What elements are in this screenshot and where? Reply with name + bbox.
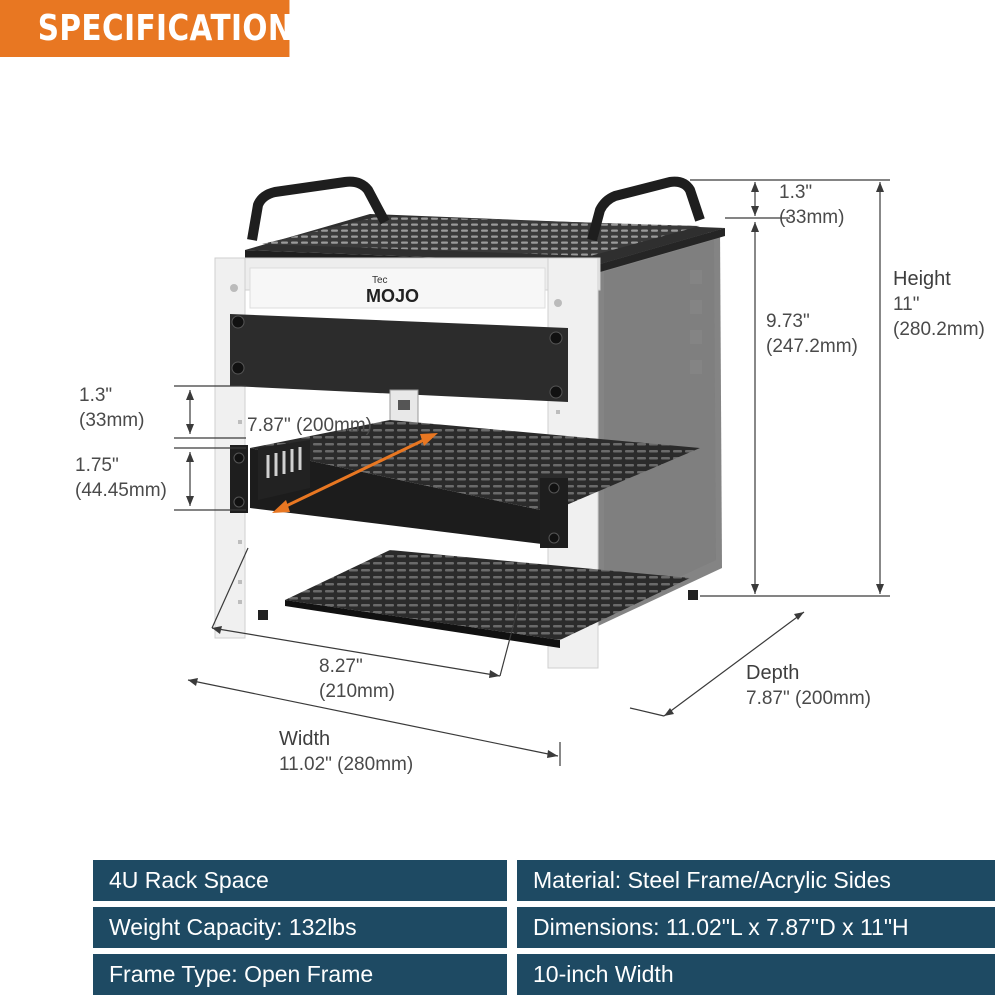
top-handles [247,176,705,242]
depth-title: Depth [746,662,800,684]
spec-weight-capacity: Weight Capacity: 132lbs [109,914,357,940]
height-metric: (280.2mm) [893,319,985,340]
inner-width-label: 8.27" (210mm) [319,654,395,704]
inner-height-imperial: 9.73" [766,311,810,332]
bottom-shelf [258,550,698,648]
spec-cell: Material: Steel Frame/Acrylic Sides [517,860,995,901]
spec-dimensions: Dimensions: 11.02"L x 7.87"D x 11"H [533,914,909,940]
spec-cell: Weight Capacity: 132lbs [93,907,507,948]
rack-unit-gap-imperial: 1.3" [79,385,113,406]
brand-large: MOJO [366,286,420,306]
inner-height-label: 9.73" (247.2mm) [766,309,858,359]
depth-value: 7.87" (200mm) [746,688,872,709]
top-gap-metric: (33mm) [779,207,845,228]
height-label: Height 11" (280.2mm) [893,267,985,342]
spec-width: 10-inch Width [533,961,674,987]
spec-cell: 10-inch Width [517,954,995,995]
brand-logo-large: MOJO [366,286,419,306]
top-gap-label: 1.3" (33mm) [779,180,844,230]
rack-unit-gap-metric: (33mm) [79,410,145,431]
spec-rack-space: 4U Rack Space [109,867,269,893]
shelf-depth-label: 7.87" (200mm) [247,413,372,438]
spec-table: 4U Rack Space Material: Steel Frame/Acry… [93,860,995,996]
acrylic-side-panel [598,228,722,626]
spec-cell: 4U Rack Space [93,860,507,901]
spec-material: Material: Steel Frame/Acrylic Sides [533,867,891,893]
rack-unit-height-imperial: 1.75" [75,455,119,476]
depth-label: Depth 7.87" (200mm) [746,661,871,711]
height-imperial: 11" [893,294,920,315]
inner-width-metric: (210mm) [319,681,396,702]
brand-logo: Tec [372,276,388,286]
brand-small: Tec [372,275,388,286]
inner-height-metric: (247.2mm) [766,336,858,357]
spec-frame-type: Frame Type: Open Frame [109,961,374,987]
rack-unit-gap-label: 1.3" (33mm) [79,383,144,433]
width-title: Width [279,728,331,750]
height-title: Height [893,268,951,290]
rack-unit-height-label: 1.75" (44.45mm) [75,453,167,503]
shelf-depth-arrow [272,433,438,513]
dimension-lines [174,179,890,766]
width-label: Width 11.02" (280mm) [279,727,413,777]
spec-cell: Dimensions: 11.02"L x 7.87"D x 11"H [517,907,995,948]
width-value: 11.02" (280mm) [279,754,414,775]
rack-unit-height-metric: (44.45mm) [75,480,167,501]
shelf-depth-text: 7.87" (200mm) [247,415,373,436]
spec-cell: Frame Type: Open Frame [93,954,507,995]
specifications-banner: SPECIFICATIONS [0,0,314,57]
banner-title: SPECIFICATIONS [37,8,315,49]
blank-panel [230,314,568,402]
vented-shelf [230,420,700,548]
dimension-arrowheads [186,182,884,758]
top-gap-imperial: 1.3" [779,182,813,203]
rack-diagram [174,176,890,766]
inner-width-imperial: 8.27" [319,656,363,677]
